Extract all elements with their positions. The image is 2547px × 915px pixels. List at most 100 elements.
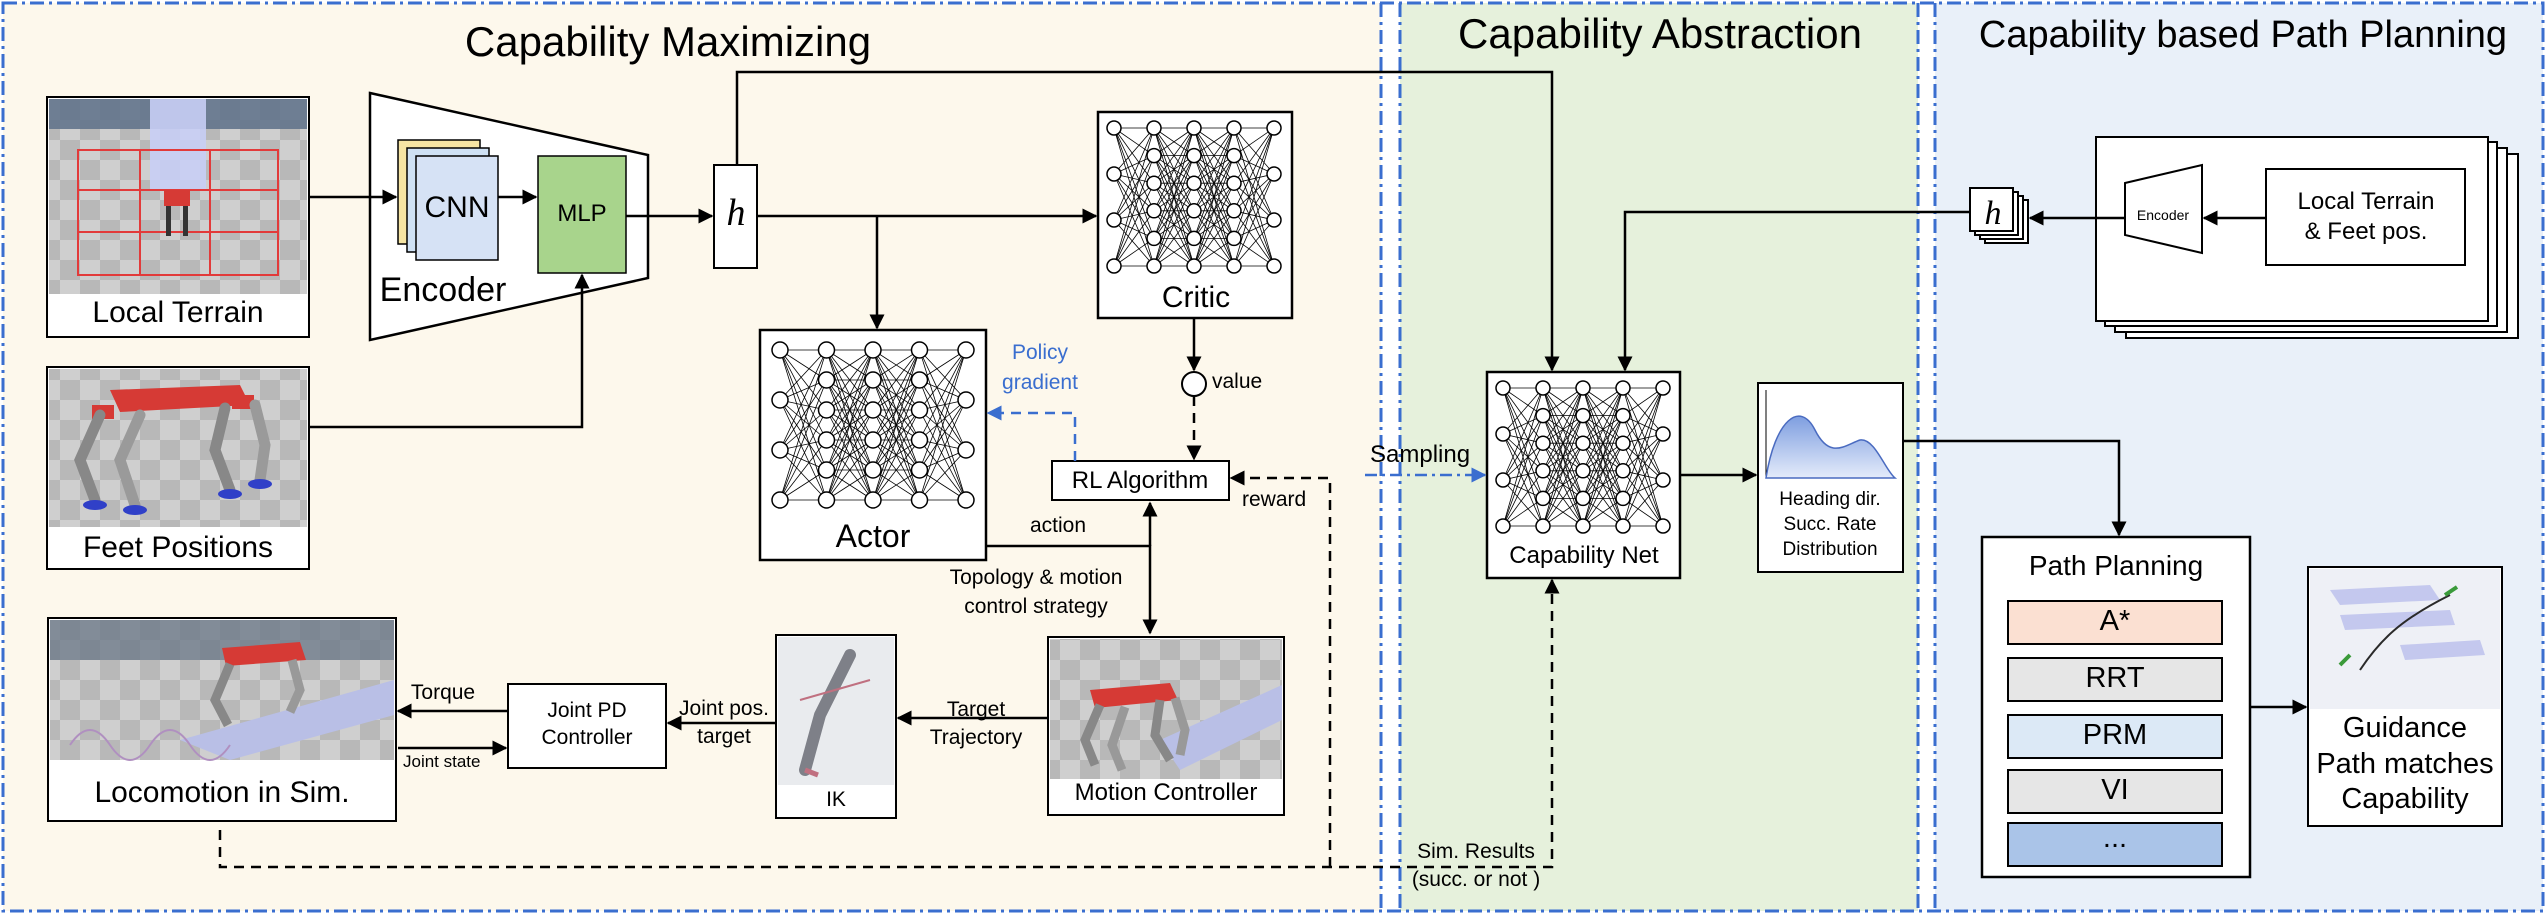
network-edge: [919, 349, 967, 451]
network-edge: [1113, 173, 1155, 212]
network-node: [1226, 175, 1242, 191]
network-node: [957, 441, 975, 459]
cnn-layer-1: [415, 155, 499, 261]
ik-label: IK: [826, 788, 846, 811]
network-node: [1575, 518, 1591, 534]
network-node: [1615, 490, 1631, 507]
network-edge: [1193, 210, 1235, 267]
network-edge: [919, 349, 967, 441]
method-rrt: RRT: [2085, 662, 2145, 694]
network-node: [864, 461, 882, 479]
network-edge: [1233, 173, 1275, 239]
network-node: [817, 491, 836, 509]
network-edge: [1542, 387, 1584, 499]
network-edge: [1582, 387, 1624, 527]
network-edge: [779, 379, 827, 451]
network-edge: [826, 379, 874, 501]
network-edge: [1542, 387, 1584, 471]
distribution-label-1: Heading dir.: [1779, 489, 1881, 510]
network-edge: [1113, 173, 1155, 267]
network-node: [1495, 472, 1511, 488]
network-edge: [826, 349, 874, 501]
network-edge: [1193, 127, 1235, 211]
network-node: [910, 341, 929, 359]
network-edge: [1153, 127, 1195, 211]
network-edge: [779, 439, 827, 501]
network-edge: [826, 409, 874, 501]
topology-label-1: Topology & motion: [949, 566, 1123, 589]
blue-dashed-connectors: [986, 405, 1077, 461]
network-node: [1615, 435, 1631, 451]
network-edge: [872, 379, 920, 501]
network-node: [817, 341, 836, 359]
network-edge: [826, 349, 874, 381]
network-node: [910, 491, 929, 509]
joint-pos-target-label-2: target: [697, 725, 751, 748]
network-edge: [1193, 127, 1235, 156]
network-edge: [1113, 155, 1155, 221]
network-edge: [919, 409, 967, 451]
network-edge: [779, 349, 827, 501]
network-node: [817, 431, 836, 449]
network-edge: [1113, 182, 1155, 221]
network-node: [1146, 175, 1162, 191]
network-node: [1106, 166, 1122, 182]
network-edge: [1233, 127, 1275, 184]
network-edge: [1542, 415, 1584, 527]
network-node: [1146, 120, 1162, 136]
h-stack: [1969, 187, 2029, 244]
network-node: [1146, 203, 1162, 219]
method-prm: PRM: [2082, 719, 2148, 751]
network-edge: [1502, 415, 1544, 481]
network-edge: [1622, 387, 1664, 499]
network-node: [864, 371, 882, 389]
network-edge: [1622, 387, 1664, 435]
network-edge: [1113, 127, 1155, 175]
network-node: [864, 491, 882, 509]
network-edge: [1113, 173, 1155, 239]
network-edge: [919, 399, 967, 501]
network-edge: [1542, 387, 1584, 527]
path-planning-title: Path Planning: [2028, 550, 2204, 581]
network-edge: [1502, 470, 1544, 527]
local-terrain-feet-box: [2265, 168, 2466, 266]
network-edge: [779, 399, 827, 441]
section-title-planning: Capability based Path Planning: [1978, 14, 2508, 56]
network-node: [817, 461, 836, 479]
network-node: [1575, 380, 1591, 396]
network-node: [1186, 230, 1202, 247]
network-node: [771, 491, 789, 509]
stack-h-label: h: [1984, 195, 2002, 232]
network-edge: [1193, 155, 1235, 267]
latent-h-label: h: [726, 192, 746, 234]
critic-network: [1096, 110, 1294, 320]
network-edge: [1233, 173, 1275, 267]
network-node: [1226, 147, 1242, 164]
network-edge: [1502, 443, 1544, 527]
network-edge: [826, 349, 874, 471]
planning-stack: [2095, 136, 2519, 339]
network-edge: [1233, 127, 1275, 239]
path-planning-panel: [1980, 535, 2252, 879]
action-label: action: [1030, 514, 1087, 537]
network-edge: [1153, 210, 1195, 267]
local-terrain-feet-label-1: Local Terrain: [2297, 188, 2435, 215]
local-terrain-image: [46, 96, 310, 338]
local-terrain-feet-label-2: & Feet pos.: [2304, 218, 2428, 245]
value-label: value: [1212, 370, 1263, 393]
network-edge: [779, 469, 827, 501]
network-edge: [1582, 443, 1624, 527]
network-edge: [1502, 479, 1544, 527]
network-edge: [1542, 443, 1584, 527]
guidance-label-2: Path matches: [2316, 748, 2494, 780]
network-edge: [872, 409, 920, 501]
network-edge: [1622, 479, 1664, 527]
network-node: [1226, 203, 1242, 219]
network-edge: [1542, 470, 1584, 527]
network-node: [864, 401, 882, 419]
distribution-label-3: Distribution: [1782, 539, 1878, 560]
network-edge: [1193, 183, 1235, 267]
network-edge: [779, 399, 827, 471]
network-edge: [872, 349, 920, 501]
distribution-plot: [1757, 382, 1904, 573]
